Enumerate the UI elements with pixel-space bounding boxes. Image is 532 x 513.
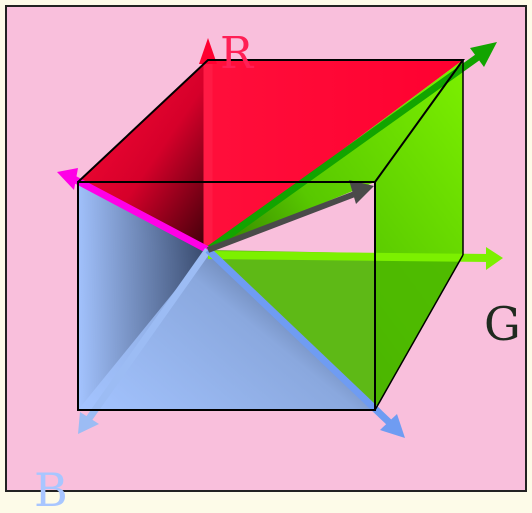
green-face-bottom — [208, 250, 463, 410]
blue-diagonal-line — [205, 247, 395, 428]
blue-face-left — [78, 182, 208, 410]
g-axis-line — [207, 251, 491, 262]
gray-vector-line — [206, 189, 362, 253]
r-axis-arrowhead — [199, 38, 217, 64]
label-r: R — [220, 28, 255, 79]
label-b: B — [34, 463, 68, 508]
cube-top-edges — [77, 59, 465, 183]
cube-right-bottom-edge — [374, 254, 464, 411]
b-axis-line — [85, 247, 211, 423]
g-axis-arrowhead — [486, 247, 503, 270]
red-face-back — [78, 60, 208, 250]
blue-diagonal-arrowhead — [380, 414, 405, 438]
g-diagonal-line — [205, 49, 488, 253]
gray-vector-arrowhead — [349, 180, 374, 204]
magenta-axis-line — [70, 174, 210, 254]
magenta-axis-arrowhead — [57, 168, 78, 190]
b-axis-arrowhead — [78, 412, 99, 434]
label-g: G — [484, 297, 521, 351]
g-diagonal-arrowhead — [470, 42, 497, 67]
